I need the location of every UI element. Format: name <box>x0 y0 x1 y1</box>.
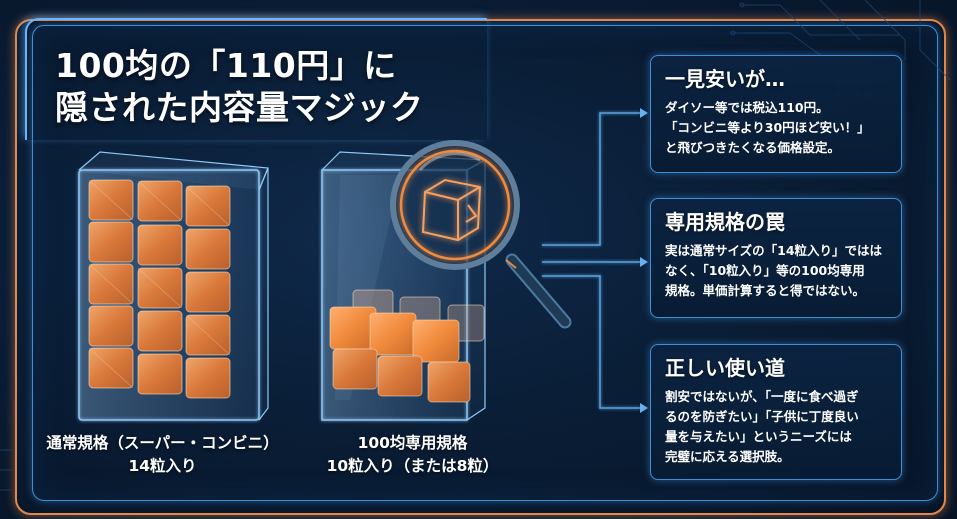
caption-count: 10粒入り（または8粒） <box>326 457 499 475</box>
inner-frame <box>32 25 938 501</box>
card-line: 実は通常サイズの「14粒入り」ではは <box>665 243 883 258</box>
standard-package-caption: 通常規格（スーパー・コンビニ） 14粒入り <box>40 432 285 478</box>
caption-title: 通常規格（スーパー・コンビニ） <box>46 434 279 452</box>
card-line: なく、「10粒入り」等の100均専用 <box>665 263 865 278</box>
title-line-2: 隠された内容量マジック <box>55 88 424 127</box>
standard-package-icon <box>78 151 269 421</box>
card-line: 割安ではないが、「一度に食べ過ぎ <box>665 389 859 404</box>
info-card-dedicated-spec-trap: 専用規格の罠 実は通常サイズの「14粒入り」ではは なく、「10粒入り」等の10… <box>650 198 902 318</box>
caption-title: 100均専用規格 <box>357 434 468 452</box>
dedicated-package-caption: 100均専用規格 10粒入り（または8粒） <box>300 432 525 478</box>
card-line: 規格。単価計算すると得ではない。 <box>665 283 866 298</box>
card-line: るのを防ぎたい」「子供に丁度良い <box>665 409 859 424</box>
card-heading: 専用規格の罠 <box>665 210 785 234</box>
card-line: ダイソー等では税込110円。 <box>665 100 829 115</box>
magnifying-glass-icon <box>390 140 572 329</box>
arrow-icon <box>640 403 648 413</box>
card-line: 「コンビニ等より30円ほど安い！」 <box>665 120 870 135</box>
outer-frame-blue-accent <box>25 18 487 140</box>
card-body: 実は通常サイズの「14粒入り」ではは なく、「10粒入り」等の100均専用 規格… <box>665 241 889 301</box>
page-title: 100均の「110円」に 隠された内容量マジック <box>55 45 424 129</box>
info-card-looks-cheap: 一見安いが… ダイソー等では税込110円。 「コンビニ等より30円ほど安い！」 … <box>650 55 902 173</box>
card-line: 量を与えたい」というニーズには <box>665 429 852 444</box>
card-heading: 正しい使い道 <box>665 356 785 380</box>
card-body: ダイソー等では税込110円。 「コンビニ等より30円ほど安い！」 と飛びつきたく… <box>665 98 889 158</box>
arrow-icon <box>640 108 648 118</box>
caption-count: 14粒入り <box>128 457 197 475</box>
arrow-icon <box>640 257 648 267</box>
dedicated-package-icon <box>321 140 572 421</box>
title-line-1: 100均の「110円」に <box>55 46 397 85</box>
card-line: と飛びつきたくなる価格設定。 <box>665 140 841 155</box>
info-card-correct-usage: 正しい使い道 割安ではないが、「一度に食べ過ぎ るのを防ぎたい」「子供に丁度良い… <box>650 344 902 480</box>
card-line: 完璧に応える選択肢。 <box>665 449 790 464</box>
card-body: 割安ではないが、「一度に食べ過ぎ るのを防ぎたい」「子供に丁度良い 量を与えたい… <box>665 387 889 467</box>
connector-lines <box>542 112 640 409</box>
card-heading: 一見安いが… <box>665 67 785 91</box>
